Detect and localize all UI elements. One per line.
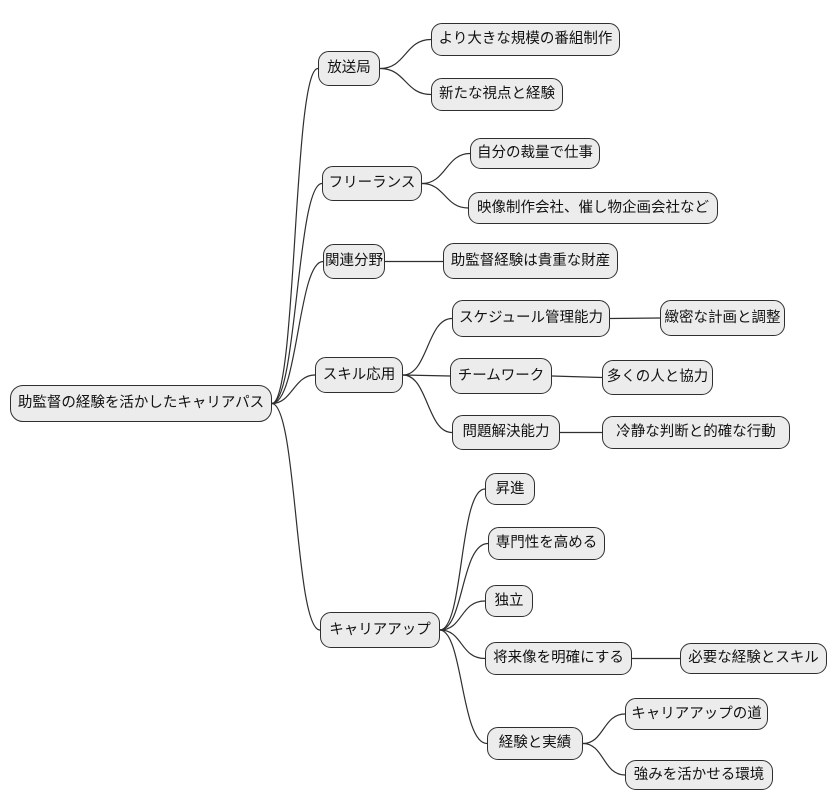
link-career-promotion — [439, 488, 486, 631]
leaf-larger-program-production: より大きな規模の番組制作 — [431, 23, 620, 56]
sub-problem-solving: 問題解決能力 — [452, 415, 560, 450]
sub-clarify-future-vision: 将来像を明確にする — [485, 642, 632, 675]
link-broadcast-larger-production — [379, 38, 432, 70]
link-freelance-own-discretion — [421, 152, 471, 185]
link-career-experience-achievements — [439, 629, 488, 745]
leaf-video-production-companies: 映像制作会社、催し物企画会社など — [468, 192, 718, 224]
leaf-new-perspectives-experience: 新たな視点と経験 — [431, 78, 563, 111]
link-career-independence — [439, 600, 486, 631]
branch-broadcast-station: 放送局 — [318, 51, 380, 86]
link-root-related-fields — [271, 260, 324, 405]
sub-teamwork: チームワーク — [450, 358, 552, 394]
leaf-calm-judgment-action: 冷静な判断と的確な行動 — [602, 416, 790, 449]
link-root-skill-application — [271, 374, 316, 405]
leaf-necessary-experience-skills: 必要な経験とスキル — [680, 643, 827, 674]
link-teamwork-cooperation — [551, 375, 603, 379]
link-career-future-vision — [439, 629, 486, 660]
link-schedule-precise-planning — [609, 317, 661, 320]
sub-schedule-management: スケジュール管理能力 — [452, 300, 610, 337]
leaf-precise-planning: 緻密な計画と調整 — [660, 300, 785, 336]
leaf-ad-experience-valuable-asset: 助監督経験は貴重な財産 — [443, 243, 618, 279]
link-broadcast-new-perspectives — [379, 67, 432, 96]
sub-experience-achievements: 経験と実績 — [487, 727, 583, 760]
mindmap-root-node: 助監督の経験を活かしたキャリアパス — [10, 385, 272, 422]
leaf-independence: 独立 — [485, 585, 533, 617]
leaf-career-up-path: キャリアアップの道 — [625, 698, 768, 730]
leaf-promotion: 昇進 — [485, 473, 535, 505]
leaf-increase-expertise: 専門性を高める — [488, 527, 605, 560]
branch-related-fields: 関連分野 — [323, 244, 385, 279]
link-root-broadcast-station — [271, 67, 319, 405]
leaf-cooperate-many-people: 多くの人と協力 — [602, 360, 713, 395]
link-skill-teamwork — [402, 374, 451, 377]
link-root-freelance — [271, 182, 323, 405]
branch-skill-application: スキル応用 — [315, 357, 403, 393]
link-skill-problem-solving — [402, 374, 453, 434]
link-root-career-up — [271, 402, 321, 631]
branch-freelance: フリーランス — [322, 166, 422, 201]
leaf-work-own-discretion: 自分の裁量で仕事 — [470, 138, 600, 169]
link-achievements-career-path — [582, 713, 626, 745]
link-freelance-production-companies — [421, 182, 469, 209]
leaf-environment-strengths: 強みを活かせる環境 — [625, 760, 773, 790]
link-achievements-strengths-environment — [582, 742, 626, 776]
branch-career-up: キャリアアップ — [320, 612, 440, 648]
link-career-expertise — [439, 542, 489, 631]
link-skill-schedule-management — [402, 317, 453, 376]
